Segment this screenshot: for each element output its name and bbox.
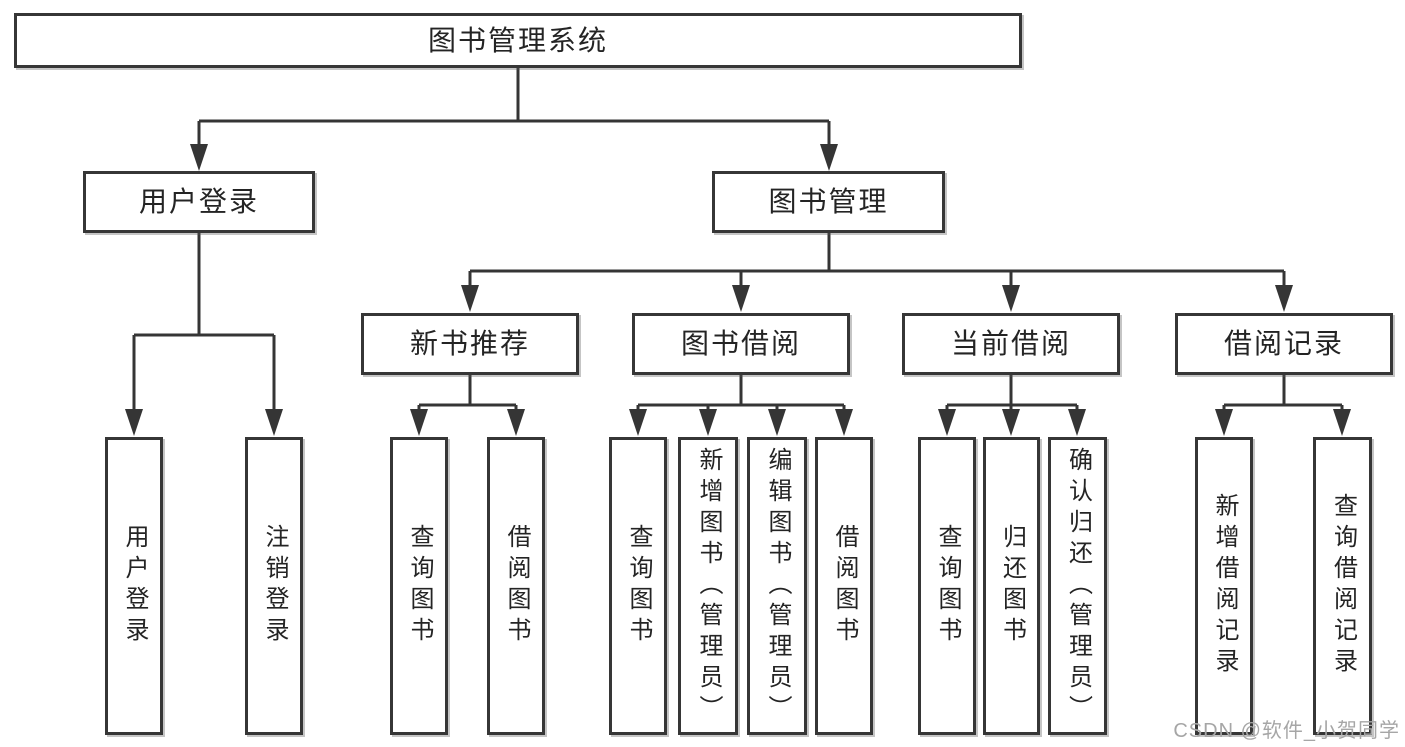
node-current-borrow-label: 当前借阅 — [950, 328, 1071, 359]
leaf-cb-query-books: 查询图书 — [918, 437, 976, 735]
leaf-logout-login-label: 注销登录 — [261, 524, 288, 648]
leaf-bb-borrow-books: 借阅图书 — [815, 437, 873, 735]
node-current-borrow: 当前借阅 — [902, 313, 1120, 375]
leaf-bb-edit-books-admin: 编辑图书（管理员） — [747, 437, 807, 735]
leaf-br-add-borrow-record: 新增借阅记录 — [1195, 437, 1253, 735]
csdn-watermark: CSDN @软件_小贺同学 — [1173, 720, 1400, 742]
leaf-cb-confirm-return-admin: 确认归还（管理员） — [1048, 437, 1107, 735]
node-book-management: 图书管理 — [712, 171, 945, 233]
leaf-logout-login: 注销登录 — [245, 437, 303, 735]
node-root-label: 图书管理系统 — [427, 24, 608, 56]
node-book-management-label: 图书管理 — [768, 186, 889, 217]
leaf-user-login-label: 用户登录 — [121, 524, 148, 648]
node-root: 图书管理系统 — [14, 13, 1022, 68]
node-user-login-label: 用户登录 — [138, 186, 259, 217]
leaf-bb-query-books-label: 查询图书 — [625, 524, 652, 648]
leaf-cb-confirm-return-admin-label: 确认归还（管理员） — [1064, 446, 1092, 726]
node-borrow-records-label: 借阅记录 — [1223, 328, 1344, 359]
leaf-nbr-query-books: 查询图书 — [390, 437, 448, 735]
leaf-br-query-borrow-record: 查询借阅记录 — [1313, 437, 1372, 735]
leaf-bb-borrow-books-label: 借阅图书 — [831, 524, 858, 648]
leaf-nbr-query-books-label: 查询图书 — [406, 524, 433, 648]
node-book-borrow: 图书借阅 — [632, 313, 850, 375]
leaf-br-query-borrow-record-label: 查询借阅记录 — [1329, 493, 1357, 679]
node-user-login: 用户登录 — [83, 171, 315, 233]
leaf-user-login: 用户登录 — [105, 437, 163, 735]
leaf-nbr-borrow-books-label: 借阅图书 — [503, 524, 530, 648]
leaf-bb-add-books-admin-label: 新增图书（管理员） — [695, 446, 722, 726]
leaf-cb-query-books-label: 查询图书 — [934, 524, 961, 648]
node-new-book-recommend: 新书推荐 — [361, 313, 579, 375]
leaf-bb-add-books-admin: 新增图书（管理员） — [678, 437, 738, 735]
leaf-bb-edit-books-admin-label: 编辑图书（管理员） — [764, 446, 791, 726]
leaf-br-add-borrow-record-label: 新增借阅记录 — [1211, 493, 1238, 679]
leaf-bb-query-books: 查询图书 — [609, 437, 667, 735]
node-new-book-recommend-label: 新书推荐 — [409, 328, 530, 359]
node-book-borrow-label: 图书借阅 — [680, 328, 801, 359]
leaf-cb-return-books: 归还图书 — [983, 437, 1040, 735]
node-borrow-records: 借阅记录 — [1175, 313, 1393, 375]
leaf-nbr-borrow-books: 借阅图书 — [487, 437, 545, 735]
leaf-cb-return-books-label: 归还图书 — [998, 524, 1026, 648]
